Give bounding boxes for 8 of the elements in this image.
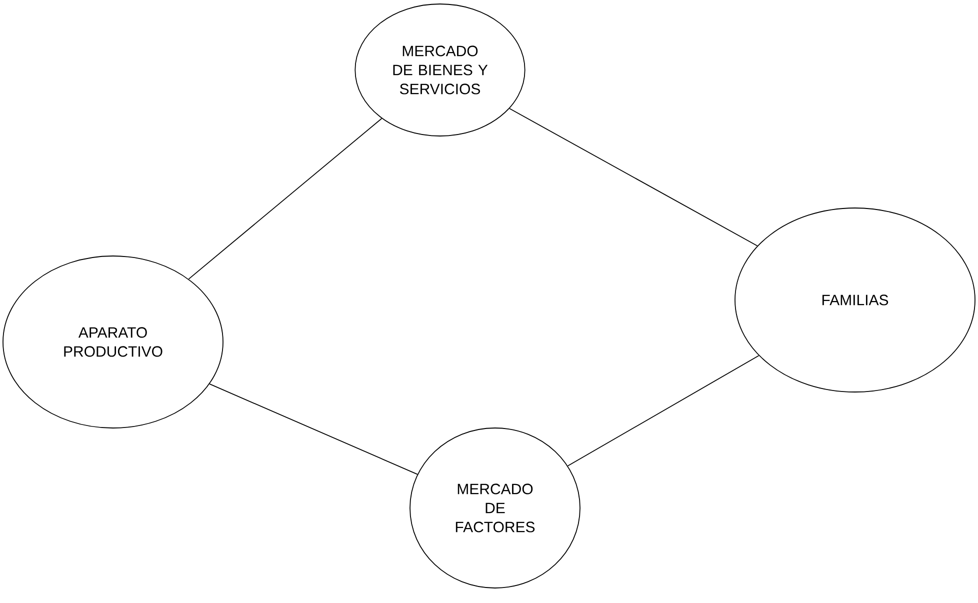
ellipse-node: MERCADO DE FACTORES [410,428,580,588]
connector-line [509,108,758,246]
connector-line [567,355,760,466]
connector-line [209,384,418,475]
connector-line [188,118,382,280]
ellipse-node: MERCADO DE BIENES Y SERVICIOS [354,4,526,136]
ellipse-node: FAMILIAS [734,208,976,392]
ellipse-node: APARATO PRODUCTIVO [2,256,224,428]
